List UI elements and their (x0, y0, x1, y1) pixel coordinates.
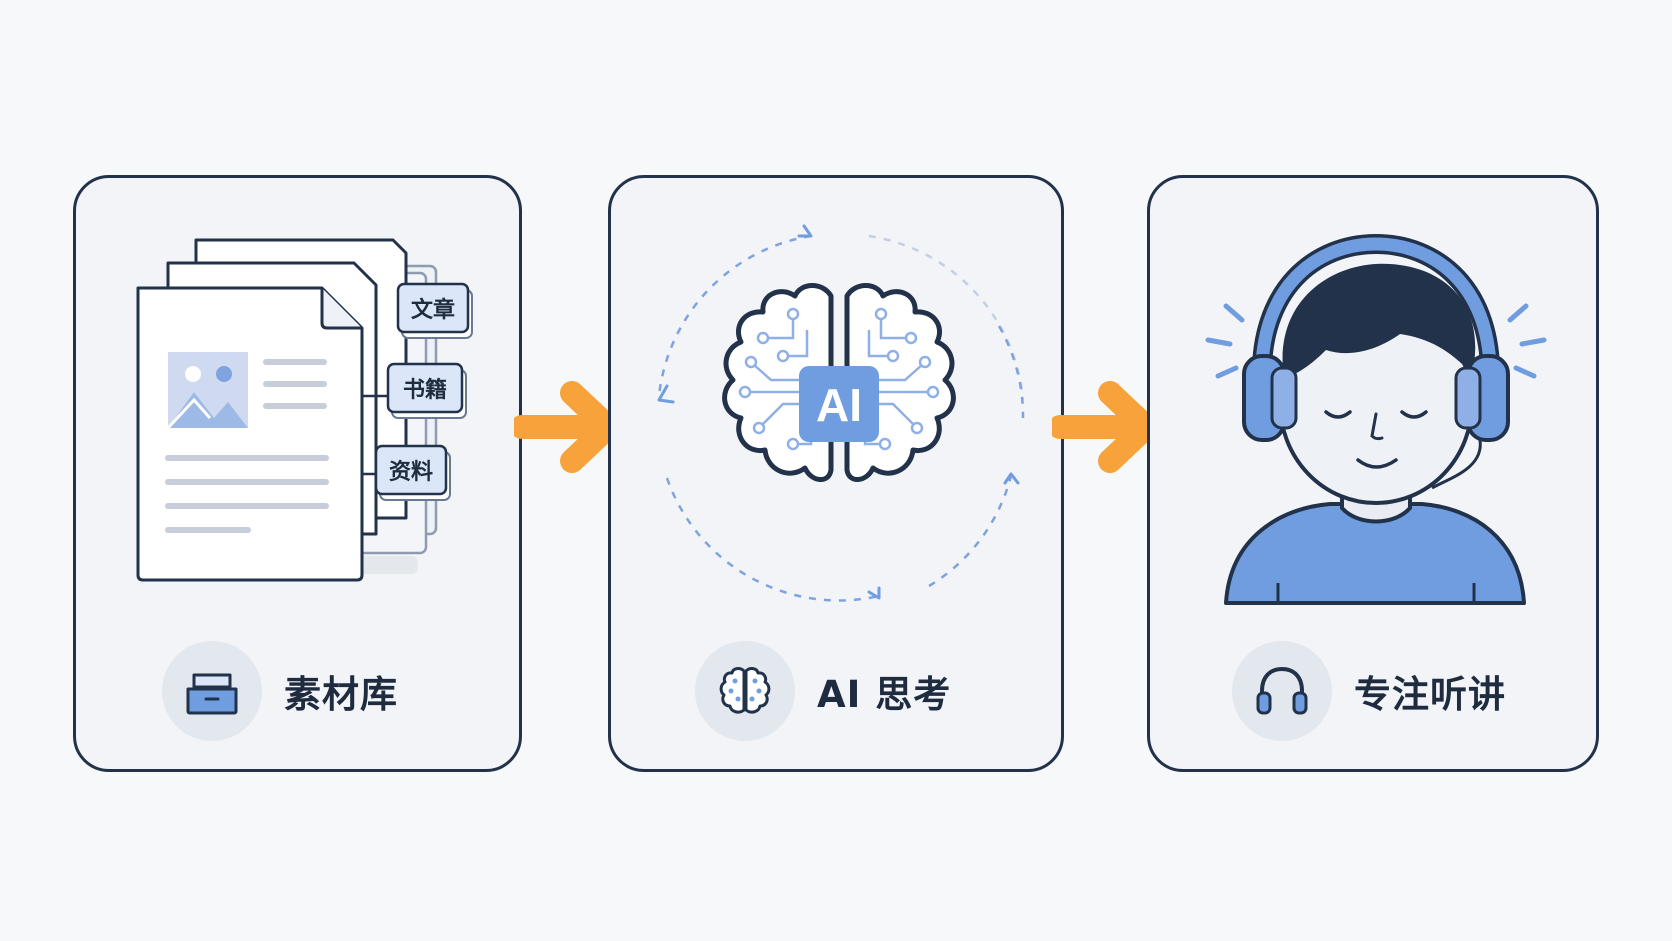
tag-article-label: 文章 (411, 297, 455, 323)
step-label: AI 思考 (817, 673, 952, 716)
ai-chip (799, 366, 879, 442)
headband (1255, 237, 1497, 391)
step-panel-focused-listening: 专注听讲 (1147, 175, 1599, 772)
inbox-tray-icon (186, 673, 238, 715)
step-footer: 专注听讲 (1232, 641, 1506, 741)
page-fold (320, 288, 362, 330)
brain-icon (719, 667, 771, 714)
circuit-nodes (738, 307, 940, 451)
badge-circle (162, 641, 262, 741)
tag-book: 书籍 (386, 362, 467, 419)
ai-chip-label: AI (816, 379, 862, 431)
step-label: 专注听讲 (1354, 673, 1506, 716)
tag-book-label: 书籍 (403, 377, 447, 403)
text-lines (165, 359, 329, 533)
listener-illustration (1205, 233, 1547, 605)
step-footer: 素材库 (162, 641, 398, 741)
tag-materials: 资料 (374, 444, 451, 501)
closed-eyes (1324, 410, 1428, 419)
sound-waves (1205, 303, 1547, 379)
step-label: 素材库 (284, 673, 398, 716)
tag-article: 文章 (396, 282, 473, 339)
badge-circle (695, 641, 795, 741)
front-page (136, 286, 364, 582)
tag-connectors (362, 394, 388, 476)
shirt (1224, 502, 1526, 605)
headphones-icon (1256, 666, 1308, 715)
flow-arrow-right-icon (1052, 381, 1158, 473)
headphone-cable (1431, 439, 1482, 490)
image-placeholder-icon (166, 352, 248, 430)
nose (1370, 412, 1384, 441)
hair (1282, 263, 1476, 378)
ear-pad-right (1454, 366, 1482, 430)
orbit-arrowheads (657, 224, 1020, 600)
step-footer: AI 思考 (695, 641, 951, 741)
smile (1356, 458, 1398, 469)
tag-materials-label: 资料 (389, 460, 433, 485)
step-panel-material-library: 文章 书籍 资料 素材库 (73, 175, 522, 772)
orbit-ring (657, 234, 1025, 602)
ear-pad-left (1270, 366, 1298, 430)
step-panel-ai-thinking: AI AI 思考 (608, 175, 1064, 772)
badge-circle (1232, 641, 1332, 741)
ai-brain-illustration: AI (657, 224, 1025, 602)
document-stack-illustration: 文章 书籍 资料 (136, 238, 473, 582)
